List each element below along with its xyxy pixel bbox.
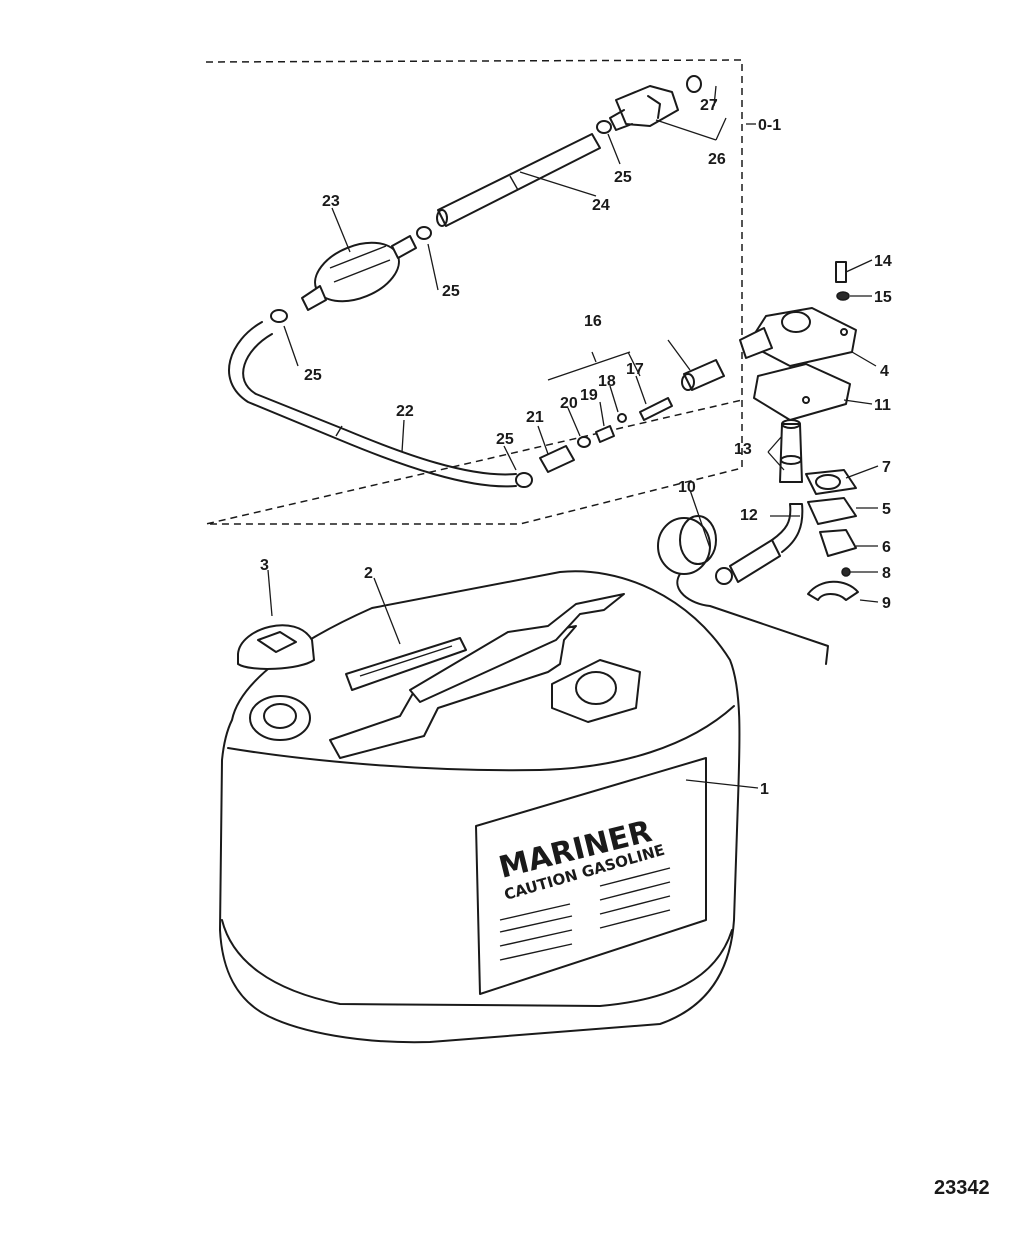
tank-decal: MARINER CAUTION GASOLINE	[475, 757, 707, 995]
primer-bulb	[270, 226, 432, 323]
top-decal	[345, 637, 467, 691]
fuel-connector	[609, 75, 702, 131]
callout-14: 14	[874, 253, 892, 270]
callout-1: 1	[760, 781, 769, 798]
callout-21: 21	[526, 409, 544, 426]
callout-5: 5	[882, 501, 891, 518]
drawing-number: 23342	[934, 1177, 990, 1199]
pickup-housing	[739, 307, 857, 367]
callout-25-c: 25	[304, 367, 322, 384]
callout-12: 12	[740, 507, 758, 524]
callout-11: 11	[874, 397, 891, 414]
callout-23: 23	[322, 193, 340, 210]
screw-and-washer	[835, 261, 850, 301]
callout-16: 16	[584, 313, 602, 330]
callout-15: 15	[874, 289, 892, 306]
callout-25-b: 25	[442, 283, 460, 300]
callout-0-1: 0-1	[758, 117, 781, 134]
callout-17: 17	[626, 361, 644, 378]
callout-13: 13	[734, 441, 752, 458]
gauge-parts	[805, 469, 859, 601]
fuel-cap	[237, 624, 315, 670]
fuel-line-assembly-boundary	[205, 59, 756, 525]
callout-2: 2	[364, 565, 373, 582]
callout-25-d: 25	[496, 431, 514, 448]
fuel-hose-upper	[436, 120, 612, 227]
fitting-parts	[515, 359, 725, 488]
callout-3: 3	[260, 557, 269, 574]
callout-24: 24	[592, 197, 610, 214]
callout-25-a: 25	[614, 169, 632, 186]
pickup-tube	[715, 503, 804, 585]
callout-8: 8	[882, 565, 891, 582]
callout-18: 18	[598, 373, 616, 390]
callout-20: 20	[560, 395, 578, 412]
callout-6: 6	[882, 539, 891, 556]
callout-19: 19	[580, 387, 598, 404]
float	[657, 515, 829, 665]
callout-27: 27	[700, 97, 718, 114]
leader-lines	[267, 85, 879, 789]
callout-10: 10	[678, 479, 696, 496]
filter-screen	[779, 419, 803, 483]
callout-7: 7	[882, 459, 891, 476]
fuel-hose-lower	[228, 321, 517, 488]
callout-22: 22	[396, 403, 414, 420]
callout-labels: 1 2 3 4 5 6 7 8 9 10 11 12 13 14 15 16 1…	[260, 97, 892, 798]
callout-26: 26	[708, 151, 726, 168]
callout-9: 9	[882, 595, 891, 612]
gasket	[753, 363, 851, 421]
callout-4: 4	[880, 363, 889, 380]
